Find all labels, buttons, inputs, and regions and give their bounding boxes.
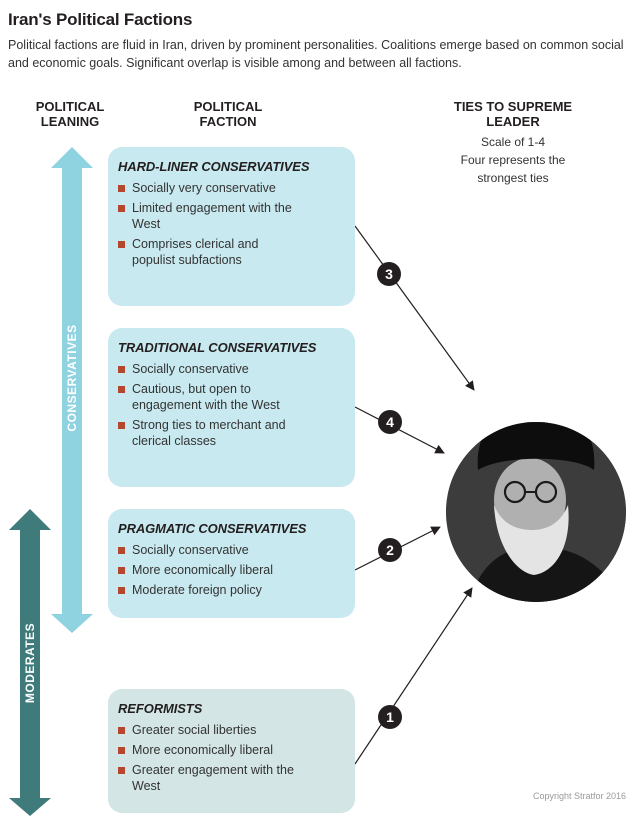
scale-note-line2: Four represents the [460,153,566,167]
faction-box-pragmatic: PRAGMATIC CONSERVATIVES Socially conserv… [108,509,355,618]
tie-badge-traditional: 4 [378,410,402,434]
moderates-leaning-arrow [9,509,51,816]
faction-name: REFORMISTS [118,701,203,716]
faction-points: Socially conservative More economically … [118,542,343,598]
header-political-leaning: POLITICAL LEANING [22,99,118,129]
tie-value-traditional: 4 [386,414,394,430]
copyright-note: Copyright Stratfor 2016 [533,791,627,801]
faction-points: Socially very conservative Limited engag… [118,180,343,268]
connector-reformists [354,587,473,765]
scale-note-line3: strongest ties [477,171,549,185]
faction-name: TRADITIONAL CONSERVATIVES [118,340,317,355]
bullet-square-icon [118,366,125,373]
bullet-square-icon [118,422,125,429]
scale-note-line1: Scale of 1-4 [480,135,546,149]
faction-point: More economically liberal [118,562,343,578]
header-leaning-line2: LEANING [40,114,100,129]
bullet-square-icon [118,567,125,574]
conservatives-leaning-arrow [51,147,93,633]
header-leaning-line1: POLITICAL [35,99,105,114]
faction-point: Socially conservative [118,361,343,377]
page-title: Iran's Political Factions [8,10,193,29]
faction-points: Socially conservative Cautious, but open… [118,361,343,449]
header-political-faction: POLITICAL FACTION [180,99,276,129]
header-ties-to-supreme-leader: TIES TO SUPREME LEADER [438,99,588,129]
faction-point: Socially very conservative [118,180,343,196]
faction-point: Cautious, but open to engagement with th… [118,381,307,413]
moderates-label: MODERATES [23,622,37,704]
scale-note: Scale of 1-4 Four represents the stronge… [438,133,588,187]
faction-point: Limited engagement with the West [118,200,292,232]
faction-point: Greater social liberties [118,722,343,738]
faction-name: PRAGMATIC CONSERVATIVES [118,521,307,536]
faction-point: Socially conservative [118,542,343,558]
tie-value-hard-liner: 3 [385,266,393,282]
bullet-square-icon [118,747,125,754]
faction-points: Greater social liberties More economical… [118,722,343,794]
tie-badge-pragmatic: 2 [378,538,402,562]
faction-point: More economically liberal [118,742,343,758]
header-ties-line2: LEADER [486,114,540,129]
tie-value-reformists: 1 [386,709,394,725]
bullet-square-icon [118,205,125,212]
faction-box-reformists: REFORMISTS Greater social liberties More… [108,689,355,813]
bullet-square-icon [118,185,125,192]
bullet-square-icon [118,547,125,554]
bullet-square-icon [118,241,125,248]
bullet-square-icon [118,386,125,393]
conservatives-label: CONSERVATIVES [65,324,79,432]
faction-point: Greater engagement with the West [118,762,297,794]
supreme-leader-portrait [446,422,626,602]
header-faction-line2: FACTION [199,114,257,129]
bullet-square-icon [118,587,125,594]
faction-box-traditional: TRADITIONAL CONSERVATIVES Socially conse… [108,328,355,487]
faction-point: Comprises clerical and populist subfacti… [118,236,292,268]
tie-badge-reformists: 1 [378,705,402,729]
tie-badge-hard-liner: 3 [377,262,401,286]
bullet-square-icon [118,767,125,774]
faction-point: Strong ties to merchant and clerical cla… [118,417,297,449]
header-ties-line1: TIES TO SUPREME [453,99,573,114]
faction-name: HARD-LINER CONSERVATIVES [118,159,310,174]
tie-value-pragmatic: 2 [386,542,394,558]
page-subtitle: Political factions are fluid in Iran, dr… [8,38,624,70]
connector-traditional [354,406,445,454]
header-faction-line1: POLITICAL [193,99,263,114]
faction-point: Moderate foreign policy [118,582,343,598]
bullet-square-icon [118,727,125,734]
connector-hard-liner [354,225,475,391]
faction-box-hard-liner: HARD-LINER CONSERVATIVES Socially very c… [108,147,355,306]
